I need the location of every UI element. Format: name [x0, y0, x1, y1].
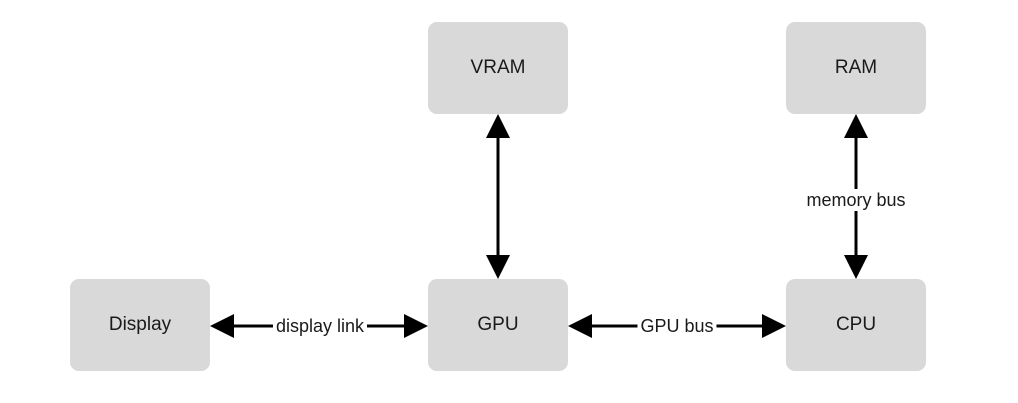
memory-bus-label: memory bus — [803, 189, 909, 211]
gpu-bus-label: GPU bus — [637, 315, 717, 337]
ram-node: RAM — [786, 22, 926, 114]
cpu-node: CPU — [786, 279, 926, 371]
display-node: Display — [70, 279, 210, 371]
gpu-label: GPU — [477, 314, 519, 335]
gpu-node: GPU — [428, 279, 568, 371]
cpu-label: CPU — [835, 314, 877, 335]
display-label: Display — [108, 314, 172, 335]
ram-label: RAM — [834, 57, 878, 78]
vram-label: VRAM — [470, 57, 526, 78]
vram-node: VRAM — [428, 22, 568, 114]
display-link-label: display link — [272, 315, 368, 337]
